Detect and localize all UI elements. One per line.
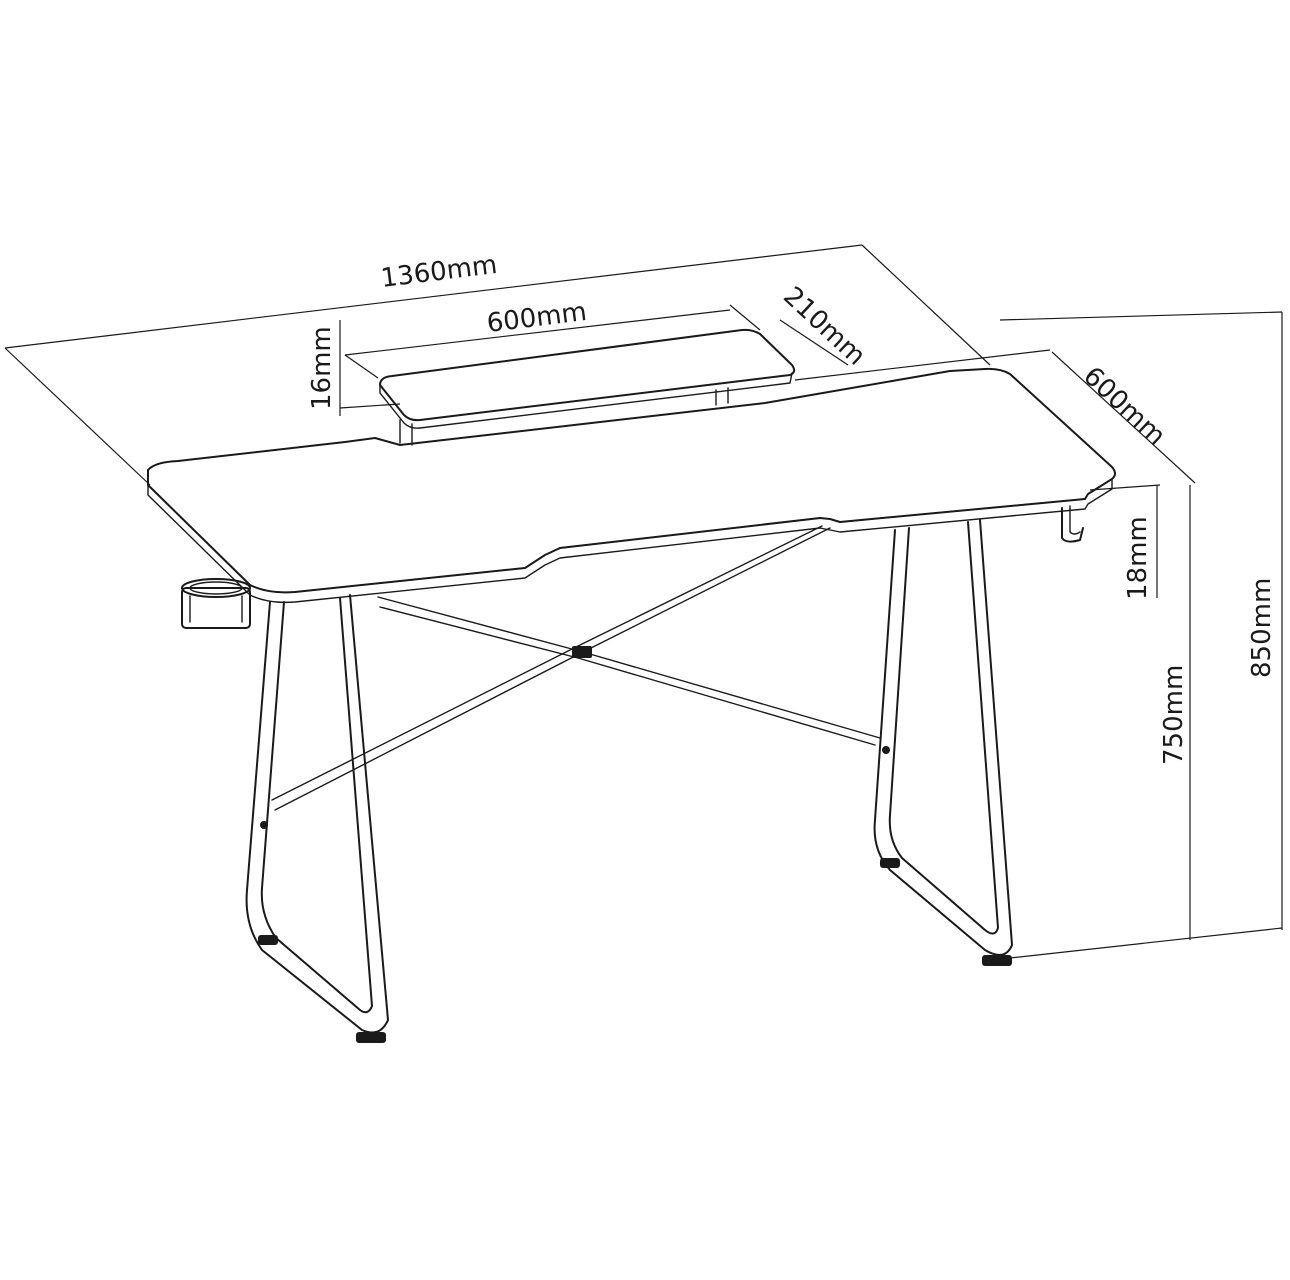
shelf-height-label: 16mm: [307, 326, 337, 410]
monitor-shelf: [379, 328, 796, 446]
desk-depth-label: 600mm: [1077, 361, 1171, 451]
cup-holder-side: [189, 595, 243, 623]
width-left-extension: [4, 347, 151, 486]
desk-depth-dimension-line: [1051, 351, 1196, 484]
dimension-lines: [4, 244, 1283, 959]
right-leg-bolt: [882, 746, 890, 754]
total-width-label: 1360mm: [379, 250, 499, 294]
cross-brace: [271, 525, 881, 811]
top-thickness-label: 18mm: [1123, 516, 1153, 600]
total-height-label: 850mm: [1247, 578, 1277, 678]
right-front-foot: [982, 955, 1012, 966]
cup-holder-rim: [181, 578, 251, 598]
left-leg-inner: [260, 597, 373, 1014]
headphone-hook: [1061, 505, 1084, 543]
left-leg-outer: [245, 594, 389, 1034]
width-dimension-line: [4, 244, 863, 349]
desktop: [147, 367, 1116, 604]
desk-height-label: 750mm: [1159, 665, 1189, 765]
shelf-thickness: [379, 372, 793, 429]
shelf-top: [379, 328, 796, 422]
right-back-foot: [880, 858, 900, 868]
cup-holder-body: [181, 587, 251, 629]
total-height-top-extension: [999, 311, 1283, 321]
width-right-extension: [861, 244, 991, 366]
thickness-top-extension: [1089, 484, 1161, 491]
desktop-front-thickness: [147, 478, 1113, 604]
shelf-left-leg: [399, 419, 413, 446]
shelf-width-dimension-line: [344, 309, 731, 356]
brace-bar-right-lower-edge: [379, 606, 876, 746]
brace-bar-right-lower: [377, 596, 881, 739]
hook-inner: [1069, 505, 1081, 535]
brace-bar-left-lower-edge: [271, 525, 823, 801]
left-back-foot: [258, 935, 278, 945]
shelf-right-leg: [715, 387, 729, 406]
shelf-width-left-extension: [344, 354, 379, 379]
left-front-foot: [356, 1032, 386, 1043]
shelf-depth-dimension-line: [779, 319, 849, 366]
shelf-width-label: 600mm: [485, 297, 588, 339]
right-leg-frame: [873, 519, 1013, 966]
desk-depth-top-extension: [794, 349, 1051, 381]
floor-reference-line: [1009, 927, 1283, 959]
cup-holder-inner-rim: [189, 581, 243, 595]
right-leg-inner: [888, 521, 999, 935]
right-leg-outer: [873, 519, 1013, 956]
brace-center-joint: [572, 646, 592, 658]
desktop-front-edge: [147, 484, 1089, 594]
cup-holder: [181, 578, 251, 629]
left-leg-frame: [245, 594, 389, 1043]
brace-bar-left-lower: [274, 527, 831, 811]
left-leg-bolt: [260, 821, 268, 829]
shelf-depth-label: 210mm: [777, 281, 871, 371]
shelf-width-right-extension: [729, 304, 761, 331]
dimension-labels: 1360mm 600mm 210mm 16mm 600mm 18mm 750mm…: [307, 250, 1277, 765]
hook-outer: [1061, 507, 1084, 543]
